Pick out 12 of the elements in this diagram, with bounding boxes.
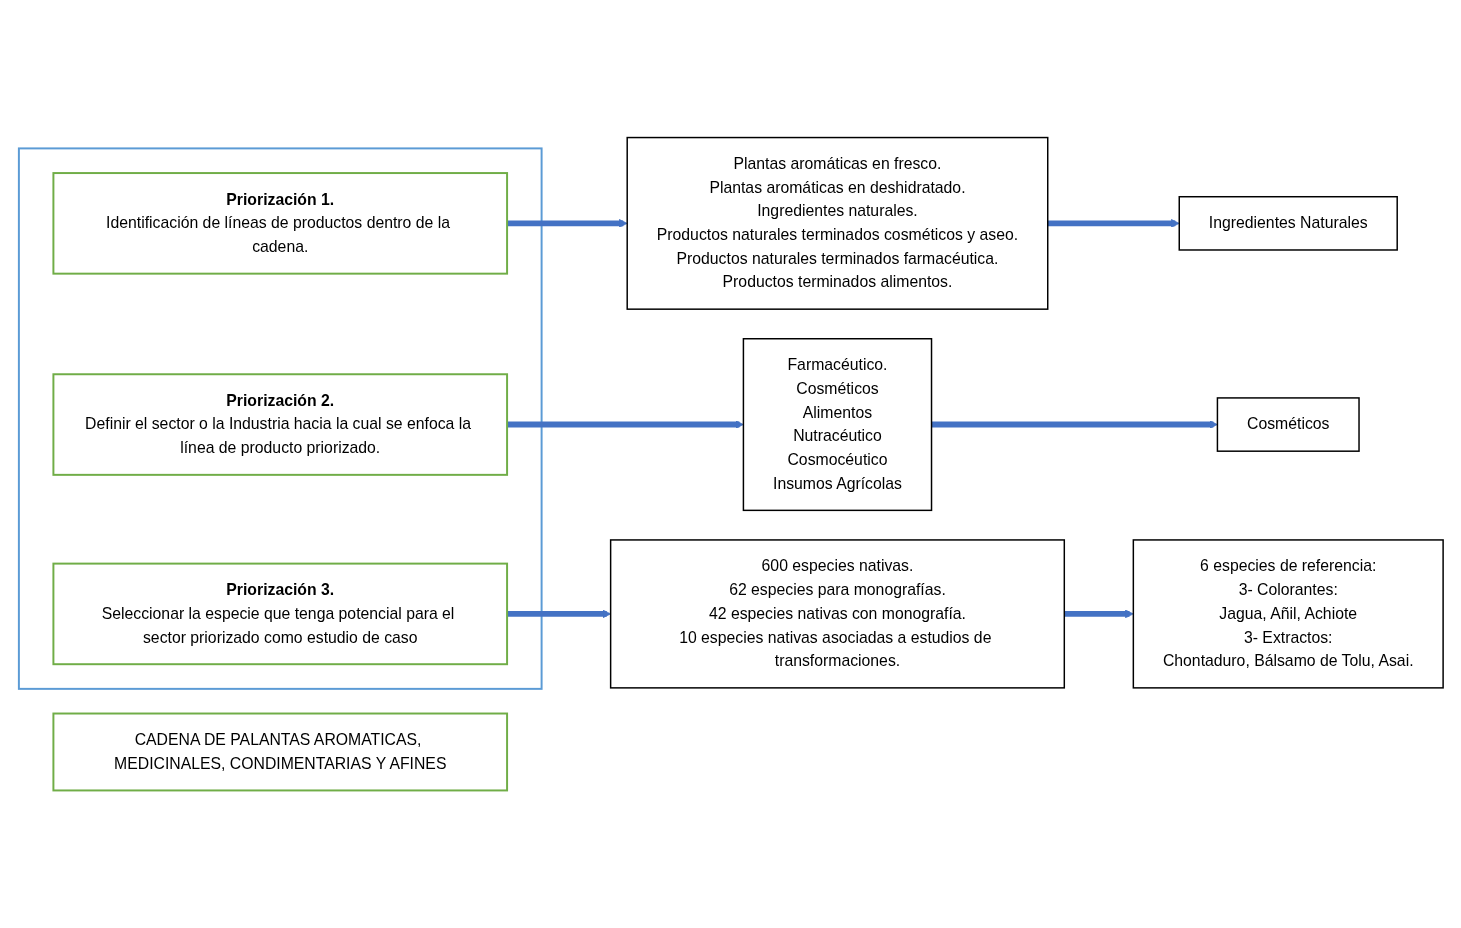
node-box: Plantas aromáticas en fresco. Plantas aromáticas en deshidratado. Ingredientes naturales. Productos naturales terminados cosméticos y aseo. Productos naturales terminados farmacéutica. Productos terminados alimentos. [625,136,1048,310]
node-box: 6 especies de referencia: 3- Colorantes: Jagua, Añil, Achiote 3- Extractos: Chontaduro, Bálsamo de Tolu, Asai. [1132,539,1444,689]
node-box: Cosméticos [1216,397,1360,452]
node-box: Priorización 3. Seleccionar la especie que tenga potencial para el sector priorizado como estudio de caso [51,562,508,666]
node-box: Priorización 2. Definir el sector o la Industria hacia la cual se enfoca la línea de producto priorizado. [51,373,508,476]
node-box: Ingredientes Naturales [1178,196,1398,251]
cluster [17,147,543,690]
node-box: Priorización 1. Identificación de líneas de productos dentro de la cadena. [51,172,508,275]
arrow [506,609,611,619]
node-box: 600 especies nativas. 62 especies para monografías. 42 especies nativas con monografía. 10 especies nativas asociadas a estudios de transformaciones. [609,539,1065,689]
node-box: CADENA DE PALANTAS AROMATICAS, MEDICINALES, CONDIMENTARIAS Y AFINES [51,712,508,792]
node-box: Farmacéutico. Cosméticos Alimentos Nutracéutico Cosmocéutico Insumos Agrícolas [742,338,932,512]
